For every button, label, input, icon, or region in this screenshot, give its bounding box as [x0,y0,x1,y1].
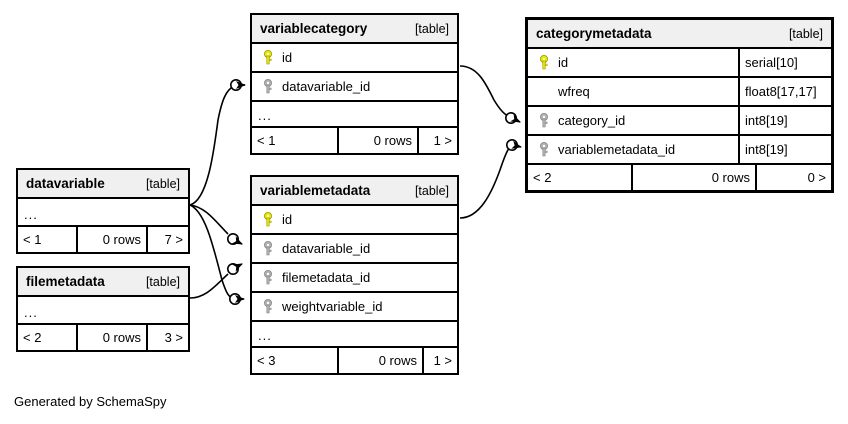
table-header: filemetadata [table] [18,268,188,297]
more-columns-indicator: ... [252,322,457,348]
relationship-variablecategory-to-categorymetadata [459,65,521,125]
table-row[interactable]: datavariable_id [252,73,457,102]
table-header: variablemetadata [table] [252,177,457,206]
relationship-filemetadata-to-variablemetadata [189,262,243,299]
table-title: categorymetadata [536,26,652,41]
column-cell: id [252,44,457,71]
table-row[interactable]: weightvariable_id [252,293,457,322]
column-name: weightvariable_id [282,299,383,314]
table-title: variablemetadata [260,183,371,198]
column-cell: wfreq [528,78,738,105]
table-footer: < 2 0 rows 0 > [528,165,831,190]
column-name: id [282,50,293,65]
row-count: 0 rows [337,348,422,373]
table-row[interactable]: wfreq float8[17,17] [528,78,831,107]
column-type: float8[17,17] [738,78,831,105]
row-count: 0 rows [76,227,146,252]
table-row[interactable]: variablemetadata_id int8[19] [528,136,831,165]
child-count[interactable]: 0 > [755,165,831,190]
column-type: int8[19] [738,107,831,134]
table-type-tag: [table] [145,176,180,191]
child-count[interactable]: 1 > [422,348,457,373]
table-row[interactable]: filemetadata_id [252,264,457,293]
row-count: 0 rows [631,165,755,190]
column-name: wfreq [558,84,590,99]
key-icon-foreign [534,112,554,129]
column-name: datavariable_id [282,241,371,256]
table-type-tag: [table] [414,21,449,36]
table-header: categorymetadata [table] [528,20,831,49]
key-icon-foreign [258,298,278,315]
more-columns-indicator: ... [18,199,188,227]
column-cell: variablemetadata_id [528,136,738,163]
key-icon-primary [534,54,554,71]
table-footer: < 3 0 rows 1 > [252,348,457,373]
column-name: variablemetadata_id [558,142,676,157]
table-row[interactable]: id [252,44,457,73]
table-footer: < 1 0 rows 1 > [252,128,457,153]
relationship-datavariable-to-variablemetadata-weightvariable [189,204,245,305]
table-title: datavariable [26,176,105,191]
column-cell: id [528,49,738,76]
column-cell: datavariable_id [252,235,457,262]
table-row[interactable]: category_id int8[19] [528,107,831,136]
key-icon-foreign [258,78,278,95]
parent-count[interactable]: < 2 [533,170,552,185]
column-name: id [558,55,569,70]
table-title: filemetadata [26,274,105,289]
column-name: category_id [558,113,626,128]
key-icon-foreign [534,141,554,158]
table-variablecategory[interactable]: variablecategory [table] id [250,13,459,155]
child-count[interactable]: 1 > [417,128,457,153]
column-name: id [282,212,293,227]
key-icon-primary [258,49,278,66]
child-count[interactable]: 7 > [146,227,188,252]
column-name: filemetadata_id [282,270,371,285]
table-row[interactable]: id [252,206,457,235]
column-cell: category_id [528,107,738,134]
column-cell: datavariable_id [252,73,457,100]
table-header: variablecategory [table] [252,15,457,44]
table-type-tag: [table] [788,26,823,41]
key-icon-foreign [258,240,278,257]
more-columns-indicator: ... [252,102,457,128]
table-datavariable[interactable]: datavariable [table] ... < 1 0 rows 7 > [16,168,190,254]
row-count: 0 rows [337,128,417,153]
parent-count[interactable]: < 3 [257,353,276,368]
more-columns-indicator: ... [18,297,188,325]
table-footer: < 2 0 rows 3 > [18,325,188,350]
table-title: variablecategory [260,21,368,36]
parent-count[interactable]: < 1 [23,232,42,247]
column-cell: id [252,206,457,233]
relationship-datavariable-to-variablemetadata-datavariable [189,204,243,246]
row-count: 0 rows [76,325,146,350]
table-header: datavariable [table] [18,170,188,199]
table-footer: < 1 0 rows 7 > [18,227,188,252]
child-count[interactable]: 3 > [146,325,188,350]
table-variablemetadata[interactable]: variablemetadata [table] id [250,175,459,375]
table-filemetadata[interactable]: filemetadata [table] ... < 2 0 rows 3 > [16,266,190,352]
column-type: int8[19] [738,136,831,163]
generated-by-credit: Generated by SchemaSpy [14,394,167,409]
relationship-datavariable-to-variablecategory [189,79,246,206]
parent-count[interactable]: < 2 [23,330,42,345]
column-type: serial[10] [738,49,831,76]
relationship-variablemetadata-to-categorymetadata [459,139,522,219]
table-type-tag: [table] [145,274,180,289]
parent-count[interactable]: < 1 [257,133,276,148]
key-icon-foreign [258,269,278,286]
table-categorymetadata[interactable]: categorymetadata [table] id serial[10] [525,17,834,193]
table-row[interactable]: id serial[10] [528,49,831,78]
column-cell: filemetadata_id [252,264,457,291]
table-row[interactable]: datavariable_id [252,235,457,264]
table-type-tag: [table] [414,183,449,198]
key-icon-none [534,84,554,100]
column-name: datavariable_id [282,79,371,94]
key-icon-primary [258,211,278,228]
column-cell: weightvariable_id [252,293,457,320]
